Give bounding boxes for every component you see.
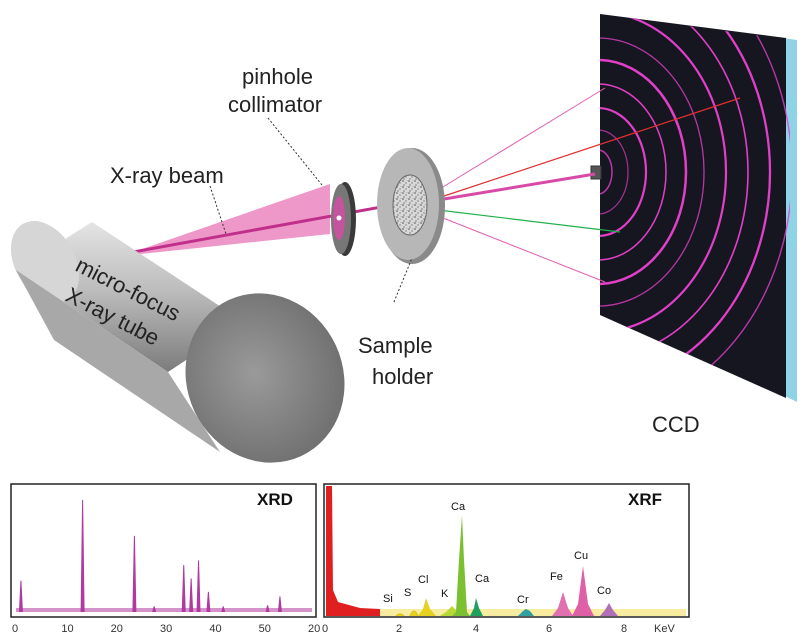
ccd-detector: [590, 14, 797, 402]
xrd-tick: 20: [308, 623, 320, 635]
xrd-peak: [277, 596, 282, 612]
xrd-tick: 30: [160, 623, 172, 635]
xrf-panel: XRF Si S Cl K Ca Ca Cr Fe Cu Co: [322, 483, 690, 635]
xrf-peak-labels: Si S Cl K Ca Ca Cr Fe Cu Co: [383, 501, 611, 606]
xrf-peak-cu: [572, 566, 594, 616]
sample-disc: [392, 174, 428, 236]
xrd-pattern: [16, 500, 312, 612]
xrf-label-fe: Fe: [550, 571, 563, 583]
xrf-unit: KeV: [654, 623, 675, 635]
xrd-peak: [221, 606, 226, 612]
xrd-peak: [152, 606, 157, 612]
xrf-label-ca-kb: Ca: [475, 573, 490, 585]
pinhole-label-line1: pinhole: [242, 64, 313, 89]
xrf-spectrum: [326, 486, 686, 617]
xrf-tick: 8: [621, 623, 627, 635]
xrf-label-si: Si: [383, 593, 393, 605]
diffraction-rings: [600, 14, 790, 400]
xrd-frame: [10, 483, 317, 618]
xrd-peak: [196, 560, 201, 612]
xrf-peak-low: [326, 486, 380, 616]
xrf-frame: [323, 483, 690, 618]
xrf-label-cl: Cl: [418, 574, 428, 586]
beam-axis: [121, 198, 421, 256]
xrd-peak: [80, 500, 85, 612]
xrf-label-k: K: [441, 588, 449, 600]
xrd-tick: 40: [209, 623, 221, 635]
sample-holder: [377, 148, 445, 264]
ccd-detector-face: [600, 14, 786, 398]
beam-cone: [122, 184, 330, 256]
xrd-peak: [265, 605, 270, 612]
sample-label-line2: holder: [372, 364, 433, 389]
xrd-peak: [206, 591, 211, 612]
xrd-x-axis: 0 10 20 30 40 50 20: [12, 623, 320, 635]
xrf-title: XRF: [628, 490, 662, 509]
xrd-peak: [18, 580, 23, 612]
xrf-tick: 2: [396, 623, 402, 635]
xray-beam: [121, 184, 421, 256]
xrf-peak-fe: [552, 592, 573, 616]
xrf-peak-ca-kb: [470, 598, 483, 616]
xray-tube: micro-focus X-ray tube: [10, 221, 345, 463]
xrf-tick: 6: [546, 623, 552, 635]
xrf-peak-ca: [452, 515, 470, 616]
xrd-title: XRD: [257, 490, 293, 509]
xrf-peak-cr: [518, 609, 534, 616]
xrd-baseline: [16, 608, 312, 612]
xrd-peak: [189, 578, 194, 612]
beam-label: X-ray beam: [110, 163, 224, 188]
xrf-x-axis: 0 2 4 6 8 KeV: [322, 623, 675, 635]
xrd-panel: XRD 0 10 20 30 40 50 20: [10, 483, 320, 635]
xrf-tick: 4: [473, 623, 479, 635]
xrf-label-ca: Ca: [451, 501, 466, 513]
xrd-tick: 10: [61, 623, 73, 635]
xrf-peak-cl: [418, 598, 436, 616]
xrf-peak-si-s: [395, 610, 419, 617]
xrf-label-cu: Cu: [574, 550, 588, 562]
pinhole-collimator: [331, 182, 356, 256]
xrd-peak: [132, 535, 137, 612]
xrd-tick: 50: [259, 623, 271, 635]
xrd-peak: [181, 564, 186, 612]
sample-label-line1: Sample: [358, 333, 433, 358]
xrd-tick: 20: [111, 623, 123, 635]
ccd-label: CCD: [652, 412, 700, 437]
xrd-tick: 0: [12, 623, 18, 635]
ccd-detector-edge: [783, 38, 797, 402]
pinhole-label-line2: collimator: [228, 92, 322, 117]
diffracted-rays: [437, 87, 741, 283]
xrf-label-s: S: [404, 587, 411, 599]
xray-tube-cap: [185, 293, 345, 463]
xrf-tick: 0: [322, 623, 328, 635]
leader-lines: [209, 117, 413, 303]
xrf-peak-co: [600, 603, 618, 616]
beam-stop: [590, 165, 602, 180]
xrf-label-co: Co: [597, 585, 611, 597]
xrf-label-cr: Cr: [517, 594, 529, 606]
